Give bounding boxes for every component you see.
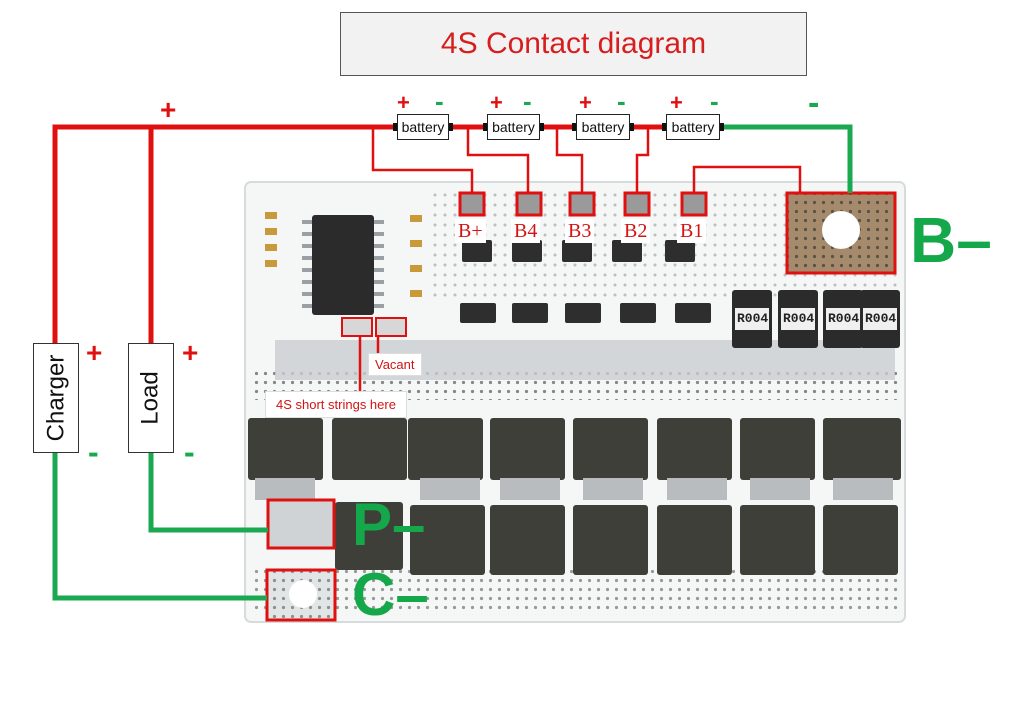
balance-wires — [358, 127, 802, 395]
resistor-label-2: R004 — [783, 311, 815, 326]
charger-box: Charger — [33, 343, 79, 453]
resistor-label-1: R004 — [737, 311, 769, 326]
battery-4-minus: - — [710, 86, 719, 116]
load-minus: - — [184, 434, 195, 470]
main-minus: - — [808, 84, 820, 122]
battery-1-minus: - — [435, 86, 444, 116]
vacant-note: Vacant — [368, 353, 422, 376]
battery-2-minus: - — [523, 86, 532, 116]
battery-4-plus: + — [670, 90, 683, 115]
battery-3-minus: - — [617, 86, 626, 116]
short-strings-note: 4S short strings here — [265, 391, 407, 418]
pin-label-b4: B4 — [511, 219, 541, 243]
pin-label-b3: B3 — [565, 219, 595, 243]
pin-label-b2: B2 — [621, 219, 651, 243]
positive-wires — [52, 124, 666, 343]
charger-minus: - — [88, 434, 99, 470]
b-minus-label: B– — [910, 204, 992, 276]
charger-plus: + — [86, 337, 103, 368]
battery-3: battery — [576, 114, 630, 140]
resistor-label-4: R004 — [865, 311, 897, 326]
charger-label: Charger — [42, 354, 69, 442]
p-minus-label: P– — [352, 491, 426, 558]
battery-1-plus: + — [397, 90, 410, 115]
battery-2: battery — [487, 114, 540, 140]
pcb-board — [244, 181, 906, 623]
battery-1: battery — [397, 114, 449, 140]
pin-label-b1: B1 — [677, 219, 707, 243]
resistor-label-3: R004 — [828, 311, 860, 326]
c-minus-label: C– — [352, 561, 429, 628]
load-plus: + — [182, 337, 199, 368]
battery-3-plus: + — [579, 90, 592, 115]
negative-wires — [52, 124, 853, 601]
diagram-title: 4S Contact diagram — [340, 12, 807, 76]
main-plus: + — [160, 94, 177, 125]
battery-2-plus: + — [490, 90, 503, 115]
load-label: Load — [137, 371, 165, 425]
pin-label-bplus: B+ — [455, 219, 486, 243]
load-box: Load — [128, 343, 174, 453]
battery-4: battery — [666, 114, 720, 140]
